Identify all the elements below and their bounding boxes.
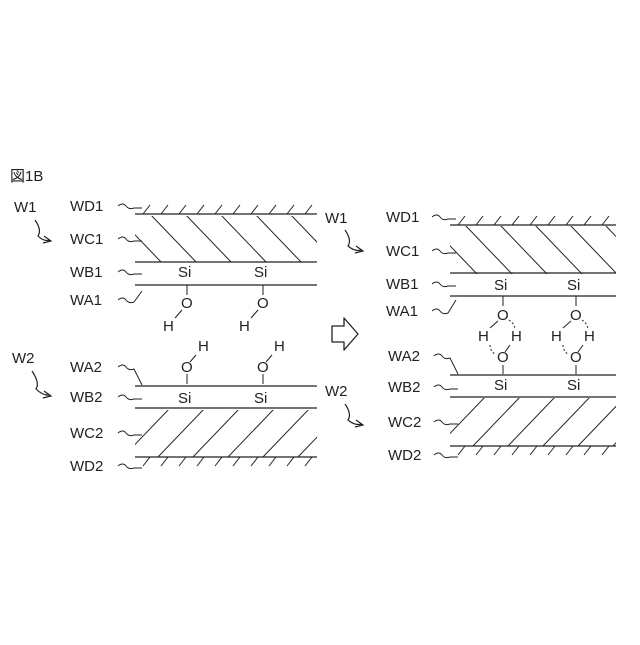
svg-text:O: O bbox=[497, 307, 509, 324]
right-wafer1-layer-wc1-hatch bbox=[430, 225, 640, 275]
svg-text:H: H bbox=[551, 328, 562, 345]
left-label-wd2: WD2 bbox=[70, 458, 103, 475]
left-wafer2-arrow bbox=[32, 371, 50, 395]
figure-title: 図1B bbox=[10, 168, 43, 185]
svg-text:H: H bbox=[198, 338, 209, 355]
right-wafer2-layer-wd2-hatch bbox=[458, 446, 609, 455]
svg-text:O: O bbox=[497, 349, 509, 366]
svg-text:O: O bbox=[257, 295, 269, 312]
right-label-wc1: WC1 bbox=[386, 243, 419, 260]
right-hydrogen-bond-pair-1: Si O H H O Si bbox=[478, 277, 522, 394]
right-hydrogen-bond-pair-2: Si O H H O Si bbox=[551, 277, 595, 394]
right-label-wa2: WA2 bbox=[388, 348, 420, 365]
svg-text:H: H bbox=[274, 338, 285, 355]
left-wafer1-tag: W1 bbox=[14, 199, 37, 216]
left-label-wb2: WB2 bbox=[70, 389, 103, 406]
svg-text:H: H bbox=[478, 328, 489, 345]
svg-text:H: H bbox=[239, 318, 250, 335]
svg-text:Si: Si bbox=[178, 390, 191, 407]
svg-text:O: O bbox=[570, 349, 582, 366]
left-wafer2-layer-wc2-hatch bbox=[122, 408, 345, 458]
left-label-wb1: WB1 bbox=[70, 264, 103, 281]
svg-text:O: O bbox=[181, 295, 193, 312]
svg-text:O: O bbox=[570, 307, 582, 324]
svg-text:Si: Si bbox=[494, 277, 507, 294]
svg-text:Si: Si bbox=[254, 264, 267, 281]
left-wafer1-silanol-2: Si O H bbox=[239, 264, 269, 335]
left-label-wc2: WC2 bbox=[70, 425, 103, 442]
left-label-wc1: WC1 bbox=[70, 231, 103, 248]
left-wafer1-layer-wd1-hatch bbox=[143, 205, 312, 214]
right-label-wc2: WC2 bbox=[388, 414, 421, 431]
process-arrow-icon bbox=[332, 318, 358, 350]
left-label-wa1: WA1 bbox=[70, 292, 102, 309]
left-label-wd1: WD1 bbox=[70, 198, 103, 215]
svg-text:H: H bbox=[511, 328, 522, 345]
svg-text:O: O bbox=[181, 359, 193, 376]
left-wafer1-layer-wc1-hatch bbox=[115, 214, 338, 264]
svg-text:H: H bbox=[584, 328, 595, 345]
right-panel: W1 W2 WD1 WC1 WB1 WA1 bbox=[325, 209, 640, 464]
right-wafer2-tag: W2 bbox=[325, 383, 348, 400]
left-wafer1-arrow bbox=[35, 220, 50, 241]
left-wafer1-silanol-1: Si O H bbox=[163, 264, 193, 335]
svg-text:Si: Si bbox=[254, 390, 267, 407]
svg-text:H: H bbox=[163, 318, 174, 335]
right-label-wa1: WA1 bbox=[386, 303, 418, 320]
svg-text:O: O bbox=[257, 359, 269, 376]
right-label-wb1: WB1 bbox=[386, 276, 419, 293]
right-label-wb2: WB2 bbox=[388, 379, 421, 396]
right-wafer1-layer-wd1-hatch bbox=[458, 216, 609, 225]
left-wafer2-layer-wd2-hatch bbox=[143, 457, 312, 466]
left-label-wa2: WA2 bbox=[70, 359, 102, 376]
left-wafer2-silanol-2: H O Si bbox=[254, 338, 285, 407]
right-label-wd2: WD2 bbox=[388, 447, 421, 464]
right-wafer1-arrow bbox=[345, 230, 362, 251]
right-wafer2-arrow bbox=[345, 404, 362, 425]
left-panel: W1 W2 WD1 WC1 WB1 WA1 bbox=[12, 198, 345, 475]
right-wafer1-tag: W1 bbox=[325, 210, 348, 227]
svg-text:Si: Si bbox=[178, 264, 191, 281]
left-wafer2-silanol-1: H O Si bbox=[178, 338, 209, 407]
right-label-wd1: WD1 bbox=[386, 209, 419, 226]
svg-text:Si: Si bbox=[494, 377, 507, 394]
right-wafer2-layer-wc2-hatch bbox=[437, 397, 640, 447]
svg-text:Si: Si bbox=[567, 277, 580, 294]
svg-text:Si: Si bbox=[567, 377, 580, 394]
left-wafer2-tag: W2 bbox=[12, 350, 35, 367]
